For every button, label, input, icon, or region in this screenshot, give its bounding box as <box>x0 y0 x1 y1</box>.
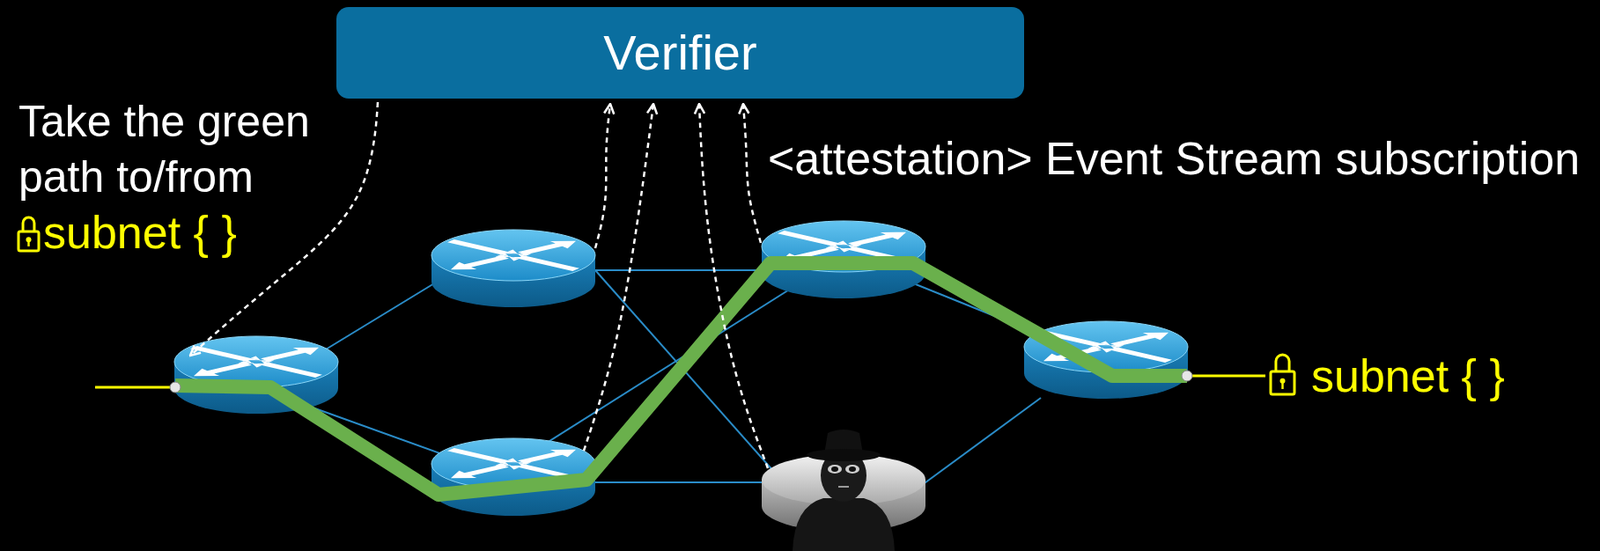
verifier-box: Verifier <box>336 7 1025 99</box>
ports <box>169 370 1193 393</box>
port-dot <box>1181 370 1193 382</box>
router-arrow <box>450 255 509 270</box>
router-arrow <box>193 361 252 377</box>
node-title: Verifier <box>603 25 757 81</box>
dashed-arrow <box>743 103 761 244</box>
router-arrow <box>1110 332 1169 347</box>
port-dot <box>169 382 181 393</box>
access-line <box>1187 375 1266 378</box>
compromised-router <box>761 429 926 551</box>
dashed-arrow <box>595 103 611 249</box>
link-line <box>321 280 439 353</box>
router-arrow <box>260 347 319 362</box>
router-icon <box>431 229 596 308</box>
link-line <box>595 481 768 484</box>
router-arrow <box>238 355 323 378</box>
instruction-note: Take the green path to/from <box>18 94 371 206</box>
access-line <box>95 386 176 390</box>
router-arrow <box>1088 340 1173 363</box>
lock-icon <box>18 217 39 251</box>
router-arrow <box>847 232 907 247</box>
attestation-arrows <box>190 102 768 469</box>
link-line <box>595 269 764 272</box>
subscription-note: <attestation> Event Stream subscription <box>767 131 1580 187</box>
link-line <box>918 398 1041 488</box>
router-arrow <box>450 464 509 479</box>
link-line <box>595 270 782 480</box>
dashed-arrow <box>699 103 768 469</box>
router-arrow <box>517 241 576 256</box>
router-arrow <box>495 249 580 272</box>
subnet-label: subnet { } <box>43 205 237 261</box>
green-path <box>175 263 1188 495</box>
dashed-arrow <box>583 103 654 451</box>
router-arrow <box>517 449 576 465</box>
lock-icon <box>1270 354 1295 395</box>
subnet-label: subnet { } <box>1311 348 1505 405</box>
router-icon <box>174 336 339 414</box>
